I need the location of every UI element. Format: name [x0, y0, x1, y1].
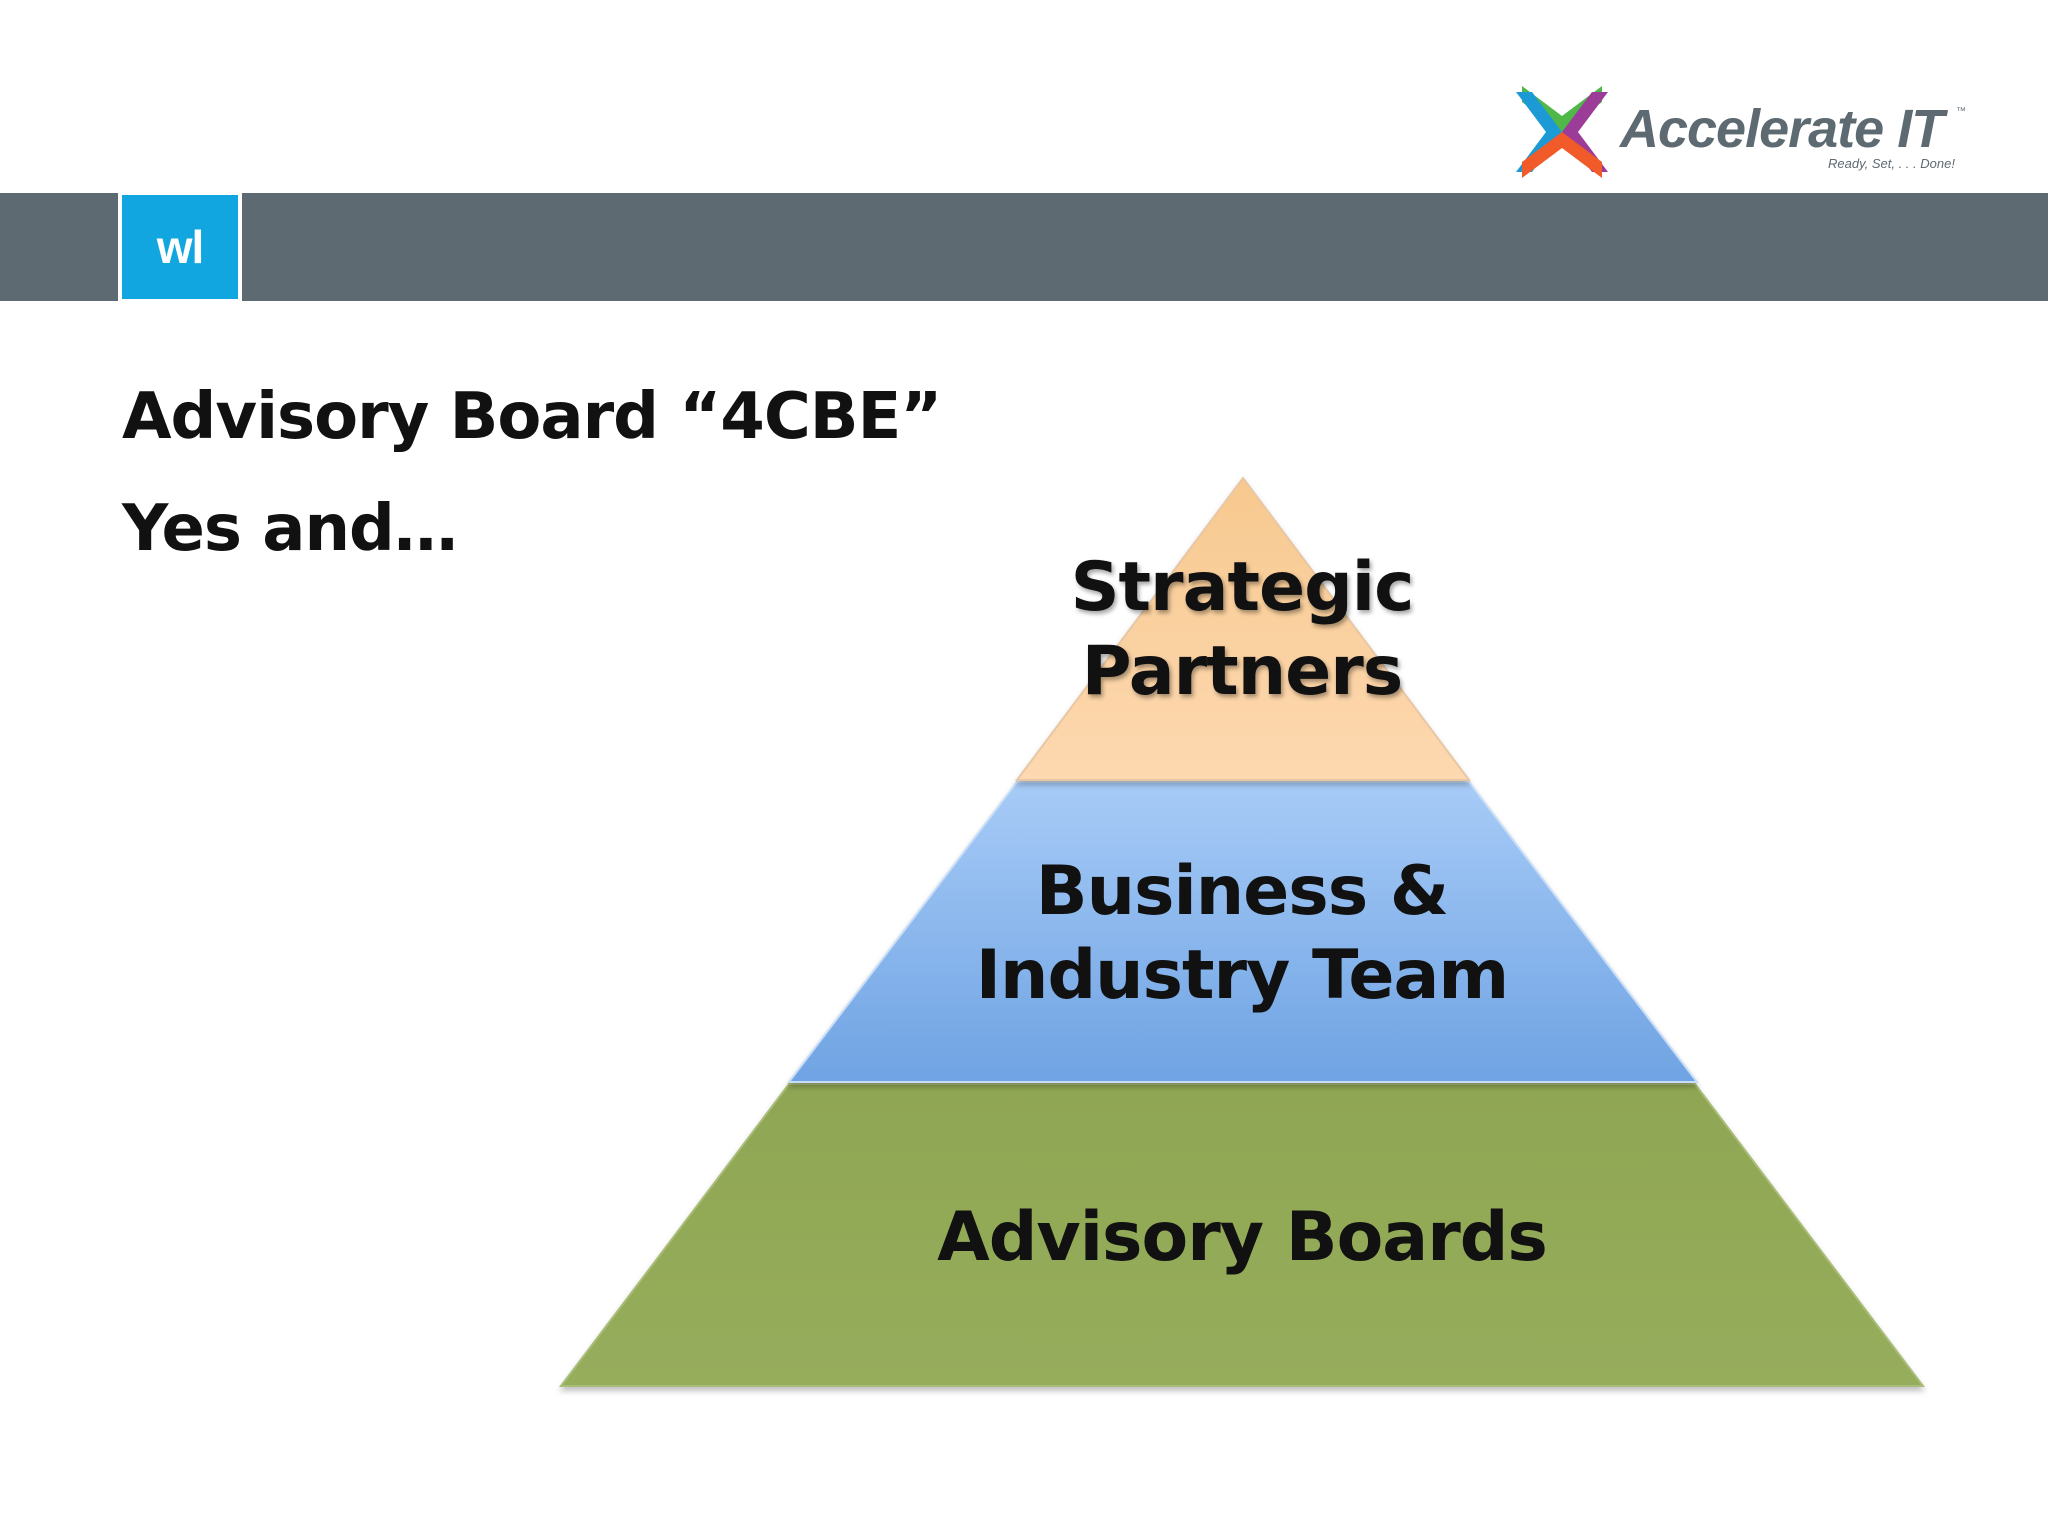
- logo-name: Accelerate IT: [1620, 99, 1944, 159]
- tier-label-line: Partners: [1081, 632, 1403, 711]
- tier-label-advisory-boards: Advisory Boards: [862, 1196, 1622, 1280]
- tier-label-line: Advisory Boards: [937, 1198, 1548, 1277]
- accelerate-x-icon: [1516, 86, 1608, 178]
- logo-trademark: ™: [1956, 106, 1966, 117]
- tier-label-strategic-partners: Strategic Partners: [1042, 546, 1442, 714]
- slide-title: Advisory Board “4CBE”: [122, 380, 942, 454]
- tier-label-line: Strategic: [1070, 548, 1415, 627]
- pyramid-tier-top: [1015, 476, 1471, 781]
- wl-badge-text: wl: [122, 195, 238, 299]
- tier-label-business-industry: Business & Industry Team: [922, 850, 1562, 1018]
- slide-subtitle: Yes and…: [122, 492, 458, 566]
- logo-tagline: Ready, Set, . . . Done!: [1828, 156, 1955, 171]
- pyramid-tier-middle: [786, 781, 1700, 1083]
- wl-badge: wl: [118, 193, 242, 301]
- header-band: [0, 193, 2048, 301]
- accelerate-it-logo: Accelerate IT ™ Ready, Set, . . . Done!: [1508, 76, 1968, 186]
- tier-label-line: Business &: [1035, 852, 1449, 931]
- tier-label-line: Industry Team: [975, 936, 1510, 1015]
- pyramid-tier-bottom: [558, 1083, 1926, 1387]
